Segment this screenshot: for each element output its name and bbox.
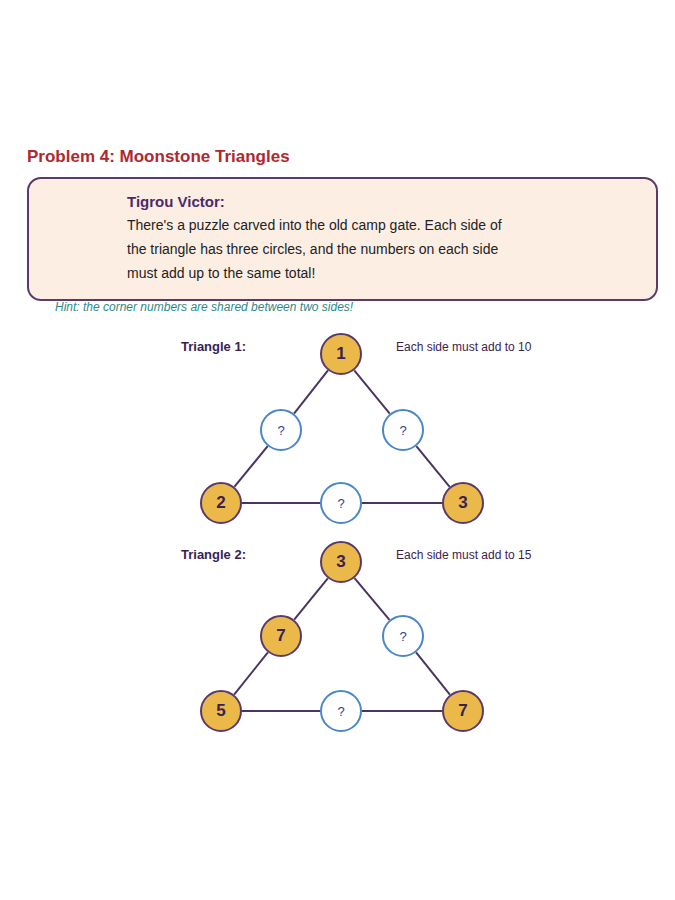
number-circle: 3 bbox=[442, 482, 484, 524]
blank-circle: ? bbox=[382, 615, 424, 657]
triangle-side bbox=[354, 578, 389, 620]
number-circle: 7 bbox=[260, 615, 302, 657]
question-mark: ? bbox=[337, 496, 344, 511]
blank-circle: ? bbox=[260, 409, 302, 451]
triangle-side bbox=[362, 710, 442, 712]
speech-text: There's a puzzle carved into the old cam… bbox=[127, 213, 522, 299]
triangle-side bbox=[294, 578, 328, 619]
triangle-side bbox=[362, 502, 442, 504]
question-mark: ? bbox=[399, 629, 406, 644]
blank-circle: ? bbox=[320, 482, 362, 524]
number-text: 3 bbox=[336, 552, 345, 572]
triangle-side bbox=[242, 710, 320, 712]
triangle-side bbox=[416, 652, 450, 694]
number-text: 1 bbox=[336, 344, 345, 364]
number-text: 2 bbox=[216, 493, 225, 513]
triangle-side bbox=[294, 370, 328, 413]
number-circle: 5 bbox=[200, 690, 242, 732]
question-mark: ? bbox=[399, 423, 406, 438]
speech-box: Tigrou Victor: There's a puzzle carved in… bbox=[27, 177, 658, 301]
triangle-side bbox=[234, 652, 268, 694]
triangle-side bbox=[234, 446, 267, 487]
triangle-side bbox=[416, 446, 449, 487]
number-circle: 1 bbox=[320, 333, 362, 375]
number-circle: 7 bbox=[442, 690, 484, 732]
speaker-name: Tigrou Victor: bbox=[127, 193, 656, 210]
triangle-label: Triangle 1: bbox=[181, 339, 246, 354]
number-text: 7 bbox=[458, 701, 467, 721]
target-sum: Each side must add to 15 bbox=[396, 548, 531, 562]
triangle-side bbox=[242, 502, 320, 504]
blank-circle: ? bbox=[382, 409, 424, 451]
question-mark: ? bbox=[337, 704, 344, 719]
question-mark: ? bbox=[277, 423, 284, 438]
target-sum: Each side must add to 10 bbox=[396, 340, 531, 354]
number-circle: 2 bbox=[200, 482, 242, 524]
page-title: Problem 4: Moonstone Triangles bbox=[27, 147, 290, 167]
number-text: 7 bbox=[276, 626, 285, 646]
number-circle: 3 bbox=[320, 541, 362, 583]
triangle-label: Triangle 2: bbox=[181, 547, 246, 562]
number-text: 5 bbox=[216, 701, 225, 721]
number-text: 3 bbox=[458, 493, 467, 513]
hint-note: Hint: the corner numbers are shared betw… bbox=[55, 300, 353, 314]
triangle-side bbox=[354, 370, 389, 413]
blank-circle: ? bbox=[320, 690, 362, 732]
